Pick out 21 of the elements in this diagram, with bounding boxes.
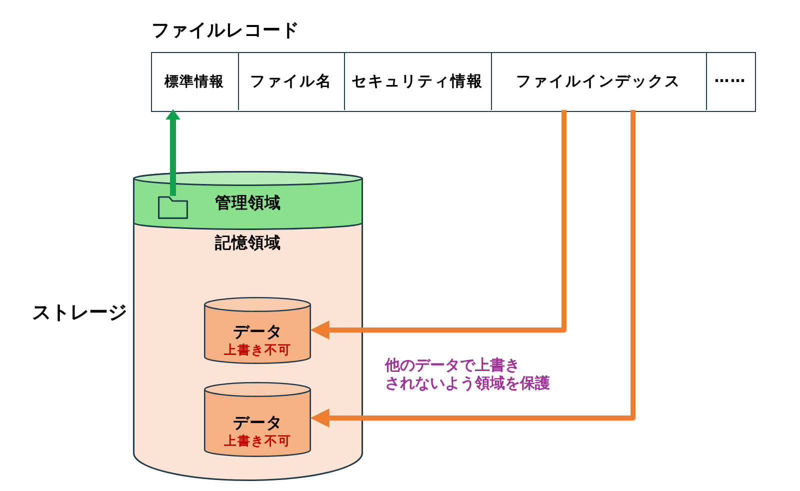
warning-label: 上書き不可 [224,344,292,356]
record-field: セキュリティ情報 [344,53,492,110]
note-text: 他のデータで上書きされないよう領域を保護 [385,356,551,392]
arrow [166,109,180,196]
folder-icon [158,196,188,219]
warning-label: 上書き不可 [224,434,292,448]
region-label: 記憶領域 [215,235,281,251]
data-cylinder [204,382,311,457]
arrow [310,110,566,340]
data-cylinder [204,297,311,364]
band-label: 管理領域 [215,195,281,211]
storage-label: ストレージ [32,304,127,322]
arrow [310,110,636,428]
cylinder-band [133,171,363,230]
cylinder-label: データ [232,324,282,340]
table-heading: ファイルレコード [152,22,300,40]
record-field: ファイルインデックス [492,53,706,110]
record-field: …… [706,53,754,110]
record-field: 標準情報 [152,53,238,110]
record-field: ファイル名 [238,53,344,110]
cylinder-label: データ [232,415,282,431]
